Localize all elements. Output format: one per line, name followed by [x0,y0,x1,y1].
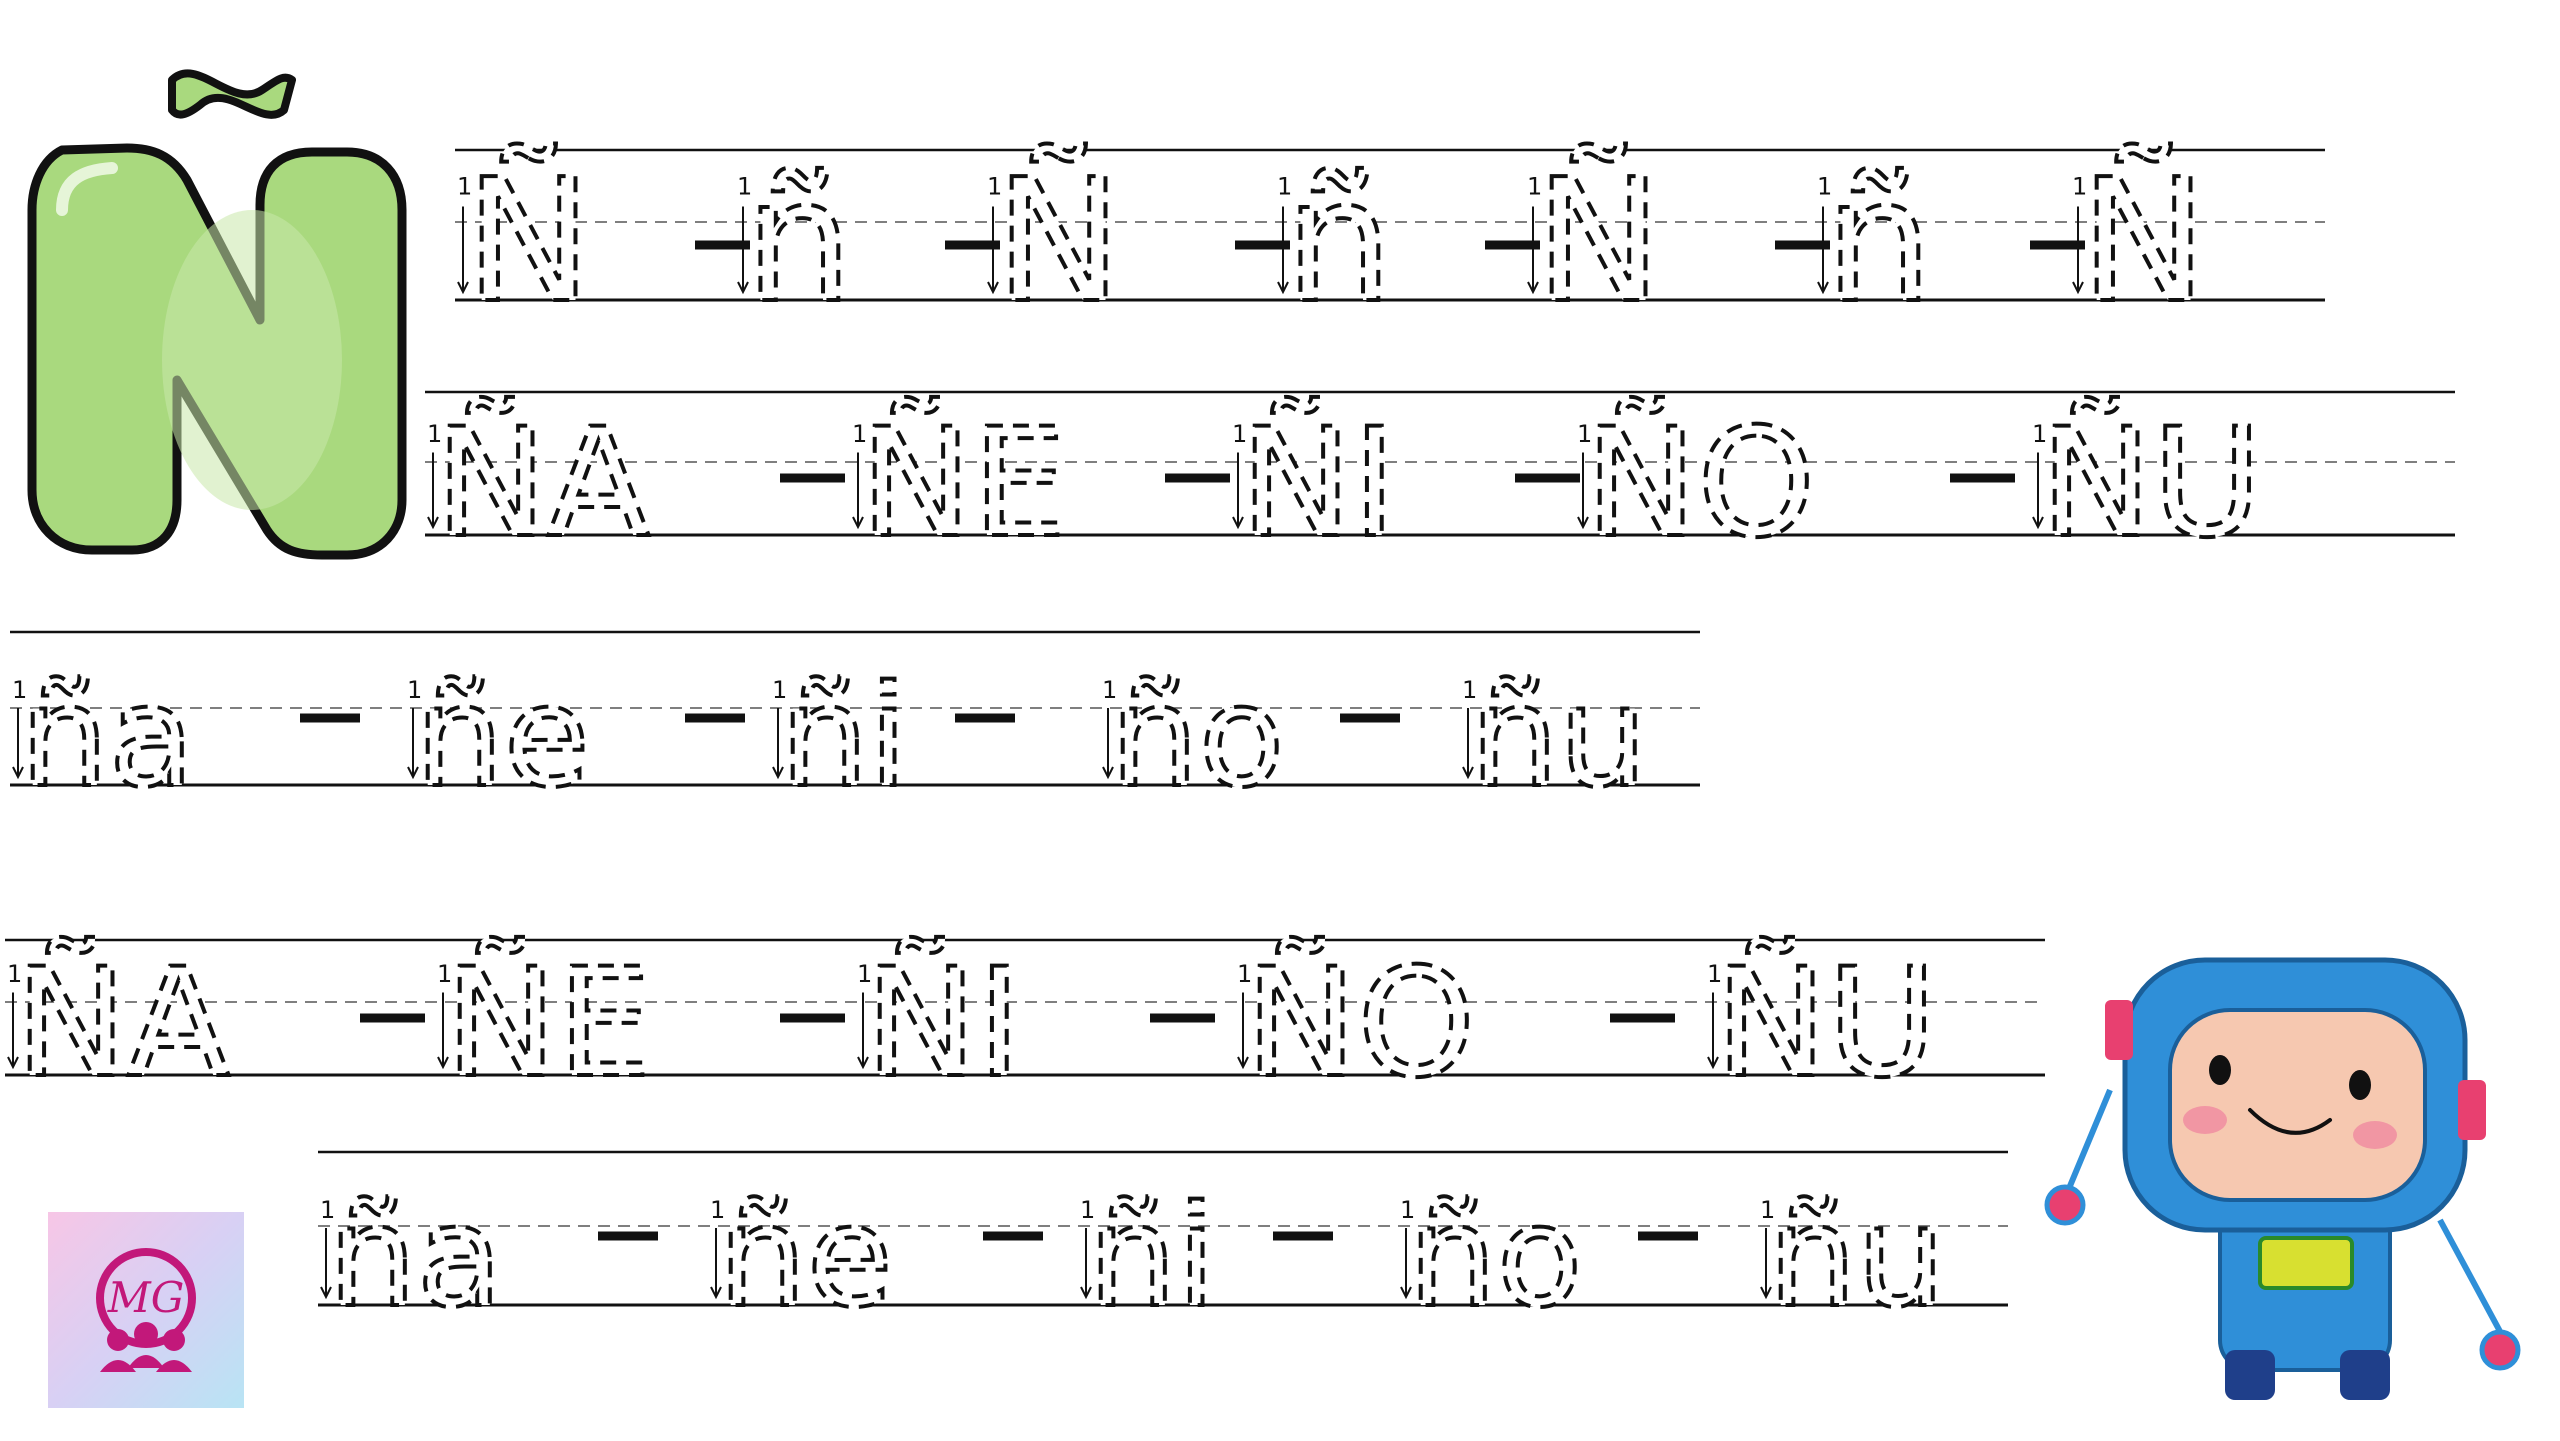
trace-syllable: ñ [1285,143,1393,341]
trace-syllable: ÑI [1240,397,1396,571]
trace-syllable: ñu [1470,656,1647,819]
stroke-order-number: 1 [1462,676,1477,704]
stroke-order-number: 1 [1817,173,1832,201]
trace-syllable: ña [328,1176,503,1339]
stroke-order-number: 1 [1277,173,1292,201]
stroke-order-number: 1 [1760,1196,1775,1224]
trace-syllable: ño [1110,656,1284,819]
trace-syllable: ÑU [1715,937,1937,1111]
stroke-direction-arrow-icon [1102,708,1114,780]
stroke-order-number: 1 [1577,420,1592,448]
trace-syllable: ÑE [445,937,652,1111]
trace-syllable: ño [1408,1176,1582,1339]
stroke-order-number: 1 [1707,960,1722,988]
big-letter-n-tilde: Ñ [27,69,407,566]
stroke-order-number: 1 [457,173,472,201]
stroke-direction-arrow-icon [2032,452,2044,530]
trace-syllable: ÑA [15,937,230,1111]
stroke-direction-arrow-icon [1232,452,1244,530]
stroke-order-number: 1 [857,960,872,988]
stroke-direction-arrow-icon [1462,708,1474,780]
trace-syllable: ñi [780,656,908,819]
trace-syllable: ÑA [435,397,650,571]
stroke-order-number: 1 [987,173,1002,201]
stroke-order-number: 1 [12,676,27,704]
astronaut-robot-illustration [2044,957,2521,1400]
trace-syllable: Ñ [995,143,1122,341]
stroke-order-number: 1 [852,420,867,448]
stroke-order-number: 1 [2072,173,2087,201]
stroke-direction-arrow-icon [1707,992,1719,1070]
stroke-order-number: 1 [320,1196,335,1224]
stroke-order-number: 1 [737,173,752,201]
trace-syllable: ÑU [2040,397,2262,571]
stroke-direction-arrow-icon [1577,452,1589,530]
trace-syllable: ñe [415,656,590,819]
stroke-order-number: 1 [407,676,422,704]
stroke-direction-arrow-icon [437,992,449,1070]
trace-syllable: ñu [1768,1176,1945,1339]
trace-syllable: Ñ [2080,143,2207,341]
stroke-direction-arrow-icon [407,708,419,780]
stroke-direction-arrow-icon [1237,992,1249,1070]
trace-syllable: ñ [745,143,853,341]
trace-syllable: ÑO [1585,397,1815,571]
trace-syllable: ñe [718,1176,893,1339]
stroke-order-number: 1 [1102,676,1117,704]
stroke-direction-arrow-icon [772,708,784,780]
stroke-order-number: 1 [1080,1196,1095,1224]
trace-syllable: Ñ [1535,143,1662,341]
stroke-direction-arrow-icon [852,452,864,530]
stroke-order-number: 1 [2032,420,2047,448]
big-letter-text: Ñ [217,563,218,566]
trace-syllable: ÑE [860,397,1067,571]
stroke-order-number: 1 [7,960,22,988]
stroke-direction-arrow-icon [457,206,469,295]
stroke-order-number: 1 [437,960,452,988]
stroke-direction-arrow-icon [710,1228,722,1300]
logo-text: MG [107,1273,185,1322]
trace-syllable: Ñ [465,143,592,341]
stroke-order-number: 1 [1527,173,1542,201]
trace-syllable: ÑI [865,937,1021,1111]
stroke-order-number: 1 [1237,960,1252,988]
stroke-direction-arrow-icon [857,992,869,1070]
stroke-direction-arrow-icon [7,992,19,1070]
stroke-direction-arrow-icon [1080,1228,1092,1300]
stroke-direction-arrow-icon [1400,1228,1412,1300]
stroke-order-number: 1 [1232,420,1247,448]
stroke-direction-arrow-icon [320,1228,332,1300]
stroke-order-number: 1 [1400,1196,1415,1224]
stroke-order-number: 1 [772,676,787,704]
stroke-order-number: 1 [710,1196,725,1224]
trace-syllable: ÑO [1245,937,1475,1111]
stroke-direction-arrow-icon [12,708,24,780]
stroke-direction-arrow-icon [427,452,439,530]
trace-syllable: ñ [1825,143,1933,341]
mg-logo-icon: MG [48,1212,244,1408]
trace-syllable: ñi [1088,1176,1216,1339]
stroke-direction-arrow-icon [1760,1228,1772,1300]
trace-syllable: ña [20,656,195,819]
stroke-order-number: 1 [427,420,442,448]
